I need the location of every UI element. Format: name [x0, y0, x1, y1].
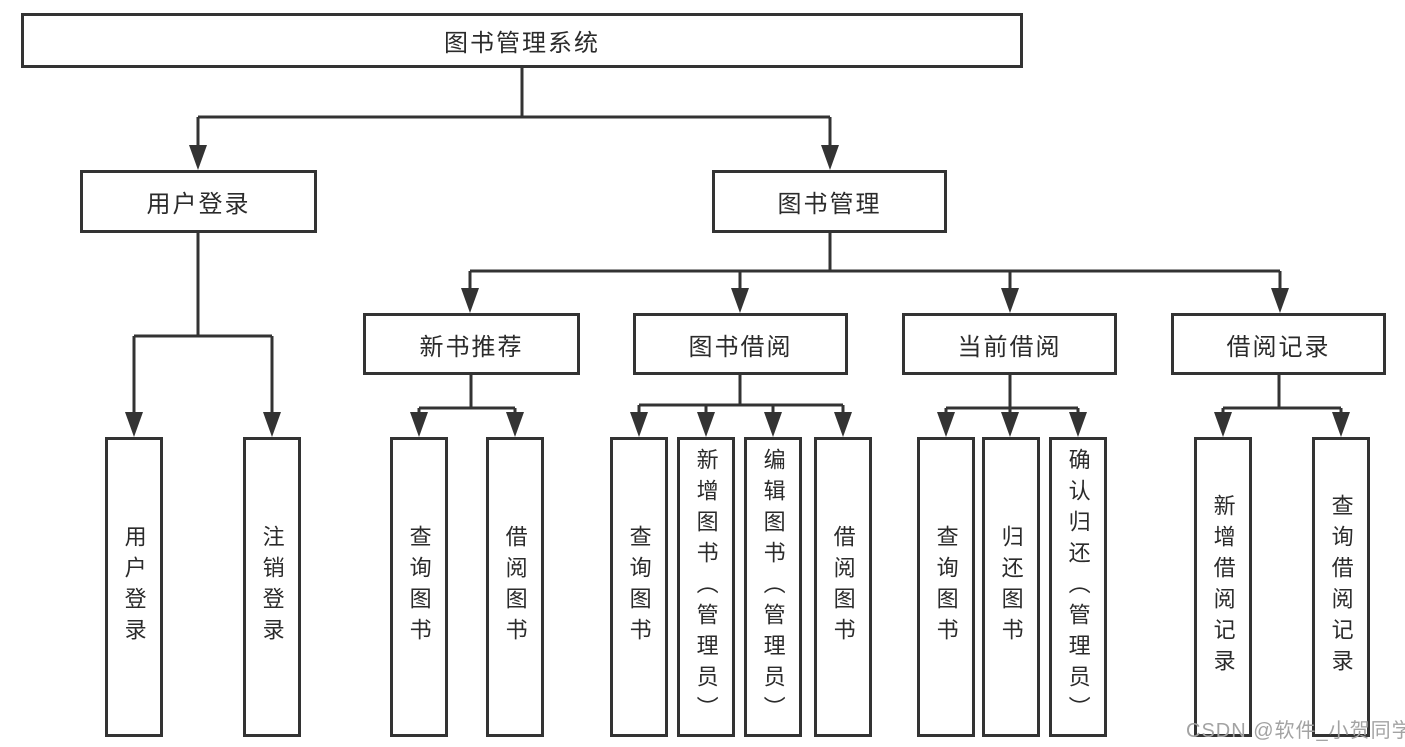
arrow-down-icon	[410, 412, 428, 437]
arrow-down-icon	[630, 412, 648, 437]
leaf-logout-label: 注销登录	[259, 525, 285, 649]
node-book-management-module: 图书管理	[712, 170, 947, 233]
arrow-down-icon	[125, 412, 143, 437]
arrow-down-icon	[731, 288, 749, 313]
arrow-down-icon	[1214, 412, 1232, 437]
arrowheads	[125, 145, 1350, 437]
node-book-borrow-label: 图书借阅	[688, 333, 793, 361]
leaf-br-query-record-label: 查询借阅记录	[1328, 494, 1354, 680]
node-current-borrow: 当前借阅	[902, 313, 1117, 375]
arrow-down-icon	[821, 145, 839, 170]
leaf-cb-return-book-label: 归还图书	[998, 525, 1024, 649]
arrow-down-icon	[263, 412, 281, 437]
arrow-down-icon	[834, 412, 852, 437]
leaf-user-login-label: 用户登录	[121, 525, 147, 649]
leaf-bb-borrow-book-label: 借阅图书	[830, 525, 856, 649]
arrow-down-icon	[1271, 288, 1289, 313]
arrow-down-icon	[764, 412, 782, 437]
node-user-login-module: 用户登录	[80, 170, 317, 233]
leaf-bb-edit-book-admin: 编辑图书（管理员）	[744, 437, 802, 737]
leaf-nb-borrow-book-label: 借阅图书	[502, 525, 528, 649]
leaf-br-query-record: 查询借阅记录	[1312, 437, 1370, 737]
node-root-label: 图书管理系统	[444, 30, 600, 57]
leaf-br-add-record: 新增借阅记录	[1194, 437, 1252, 737]
connector-book-mgmt-to-level2	[468, 233, 1282, 294]
arrow-down-icon	[1001, 412, 1019, 437]
node-book-borrow: 图书借阅	[633, 313, 848, 375]
connector-user-login-to-leaves	[132, 233, 274, 418]
node-root-system: 图书管理系统	[21, 13, 1023, 68]
leaf-bb-add-book-admin: 新增图书（管理员）	[677, 437, 735, 737]
arrow-down-icon	[937, 412, 955, 437]
leaf-bb-query-book: 查询图书	[610, 437, 668, 737]
leaf-bb-add-book-admin-label: 新增图书（管理员）	[693, 447, 719, 727]
node-new-book-recommend: 新书推荐	[363, 313, 580, 375]
leaf-cb-query-book-label: 查询图书	[933, 525, 959, 649]
arrow-down-icon	[189, 145, 207, 170]
leaf-nb-borrow-book: 借阅图书	[486, 437, 544, 737]
connector-records-to-leaves	[1221, 375, 1343, 418]
arrow-down-icon	[1332, 412, 1350, 437]
node-user-login-label: 用户登录	[146, 191, 251, 218]
leaf-cb-query-book: 查询图书	[917, 437, 975, 737]
connector-current-borrow-to-leaves	[944, 375, 1080, 418]
watermark-text: CSDN @软件_小贺同学	[1186, 720, 1405, 742]
connector-root-to-level1	[196, 68, 832, 150]
node-new-book-recommend-label: 新书推荐	[419, 333, 524, 361]
leaf-bb-edit-book-admin-label: 编辑图书（管理员）	[760, 447, 786, 727]
leaf-bb-query-book-label: 查询图书	[626, 525, 652, 649]
leaf-cb-confirm-return-admin: 确认归还（管理员）	[1049, 437, 1107, 737]
leaf-nb-query-book-label: 查询图书	[406, 525, 432, 649]
node-borrow-records-label: 借阅记录	[1226, 333, 1331, 361]
arrow-down-icon	[697, 412, 715, 437]
arrow-down-icon	[1001, 288, 1019, 313]
leaf-br-add-record-label: 新增借阅记录	[1210, 494, 1236, 680]
leaf-logout: 注销登录	[243, 437, 301, 737]
arrow-down-icon	[461, 288, 479, 313]
leaf-bb-borrow-book: 借阅图书	[814, 437, 872, 737]
node-current-borrow-label: 当前借阅	[957, 333, 1062, 361]
node-borrow-records: 借阅记录	[1171, 313, 1386, 375]
connector-new-book-to-leaves	[417, 375, 517, 418]
node-book-management-label: 图书管理	[777, 191, 882, 218]
arrow-down-icon	[1069, 412, 1087, 437]
arrow-down-icon	[506, 412, 524, 437]
leaf-nb-query-book: 查询图书	[390, 437, 448, 737]
leaf-cb-confirm-return-admin-label: 确认归还（管理员）	[1065, 447, 1091, 727]
connector-book-borrow-to-leaves	[637, 375, 845, 418]
leaf-user-login: 用户登录	[105, 437, 163, 737]
leaf-cb-return-book: 归还图书	[982, 437, 1040, 737]
